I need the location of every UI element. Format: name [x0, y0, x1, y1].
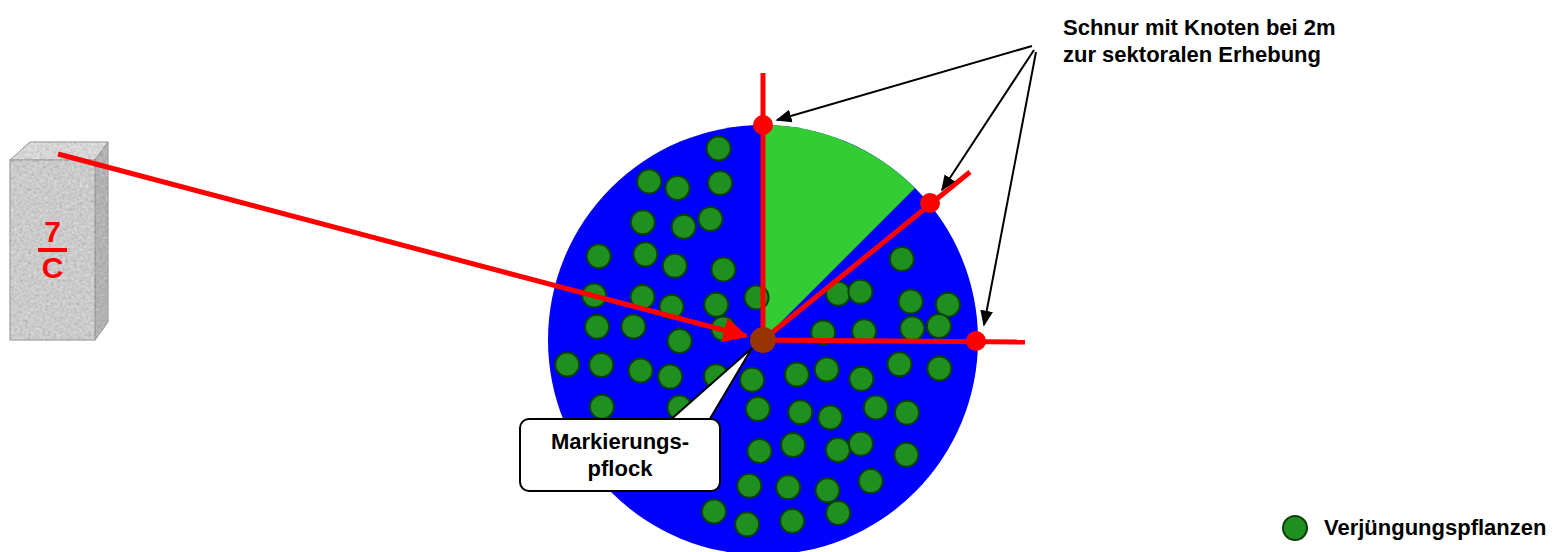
plant-dot — [815, 357, 839, 381]
plant-dot — [894, 443, 918, 467]
plant-dot — [737, 474, 761, 498]
plant-dot — [899, 290, 923, 314]
plant-dot — [658, 365, 682, 389]
stone-marking: C — [42, 252, 64, 284]
plant-dot — [629, 358, 653, 382]
plant-dot — [668, 329, 692, 353]
plant-dot — [666, 176, 690, 200]
plant-dot — [818, 405, 842, 429]
legend-entry: Verjüngungspflanzen — [1282, 514, 1546, 541]
marker-peg — [750, 327, 776, 353]
plant-dot — [927, 356, 951, 380]
plant-dot — [785, 363, 809, 387]
plant-dot — [589, 353, 613, 377]
plant-dot — [735, 512, 759, 536]
legend-swatch — [1282, 515, 1308, 541]
plant-dot — [776, 475, 800, 499]
callout-pointer — [668, 348, 752, 422]
plant-dot — [672, 215, 696, 239]
plant-dot — [704, 293, 728, 317]
plant-dot — [890, 247, 914, 271]
plant-dot — [711, 257, 735, 281]
plant-dot — [585, 315, 609, 339]
plant-dot — [895, 401, 919, 425]
plant-dot — [587, 244, 611, 268]
plant-dot — [864, 395, 888, 419]
plant-dot — [826, 501, 850, 525]
plant-dot — [859, 469, 883, 493]
plant-dot — [637, 169, 661, 193]
bearing-arrow — [58, 154, 746, 336]
callout-box: Markierungs- pflock — [519, 418, 721, 492]
plant-dot — [826, 438, 850, 462]
callout-text: Markierungs- pflock — [545, 428, 695, 482]
stone-post — [10, 142, 108, 340]
plant-dot — [707, 136, 731, 160]
plant-dot — [788, 400, 812, 424]
legend-text: Verjüngungspflanzen — [1324, 514, 1546, 541]
plant-dot — [631, 210, 655, 234]
plant-dot — [590, 395, 614, 419]
plant-dot — [781, 433, 805, 457]
plant-dot — [887, 352, 911, 376]
plant-dot — [900, 316, 924, 340]
string-knots — [753, 115, 986, 351]
plant-dot — [849, 367, 873, 391]
plant-dot — [633, 242, 657, 266]
plant-dot — [698, 207, 722, 231]
plant-dot — [708, 171, 732, 195]
plant-dot — [848, 280, 872, 304]
plant-dot — [555, 353, 579, 377]
plant-dot — [702, 499, 726, 523]
plant-dot — [927, 314, 951, 338]
plant-dot — [746, 397, 770, 421]
plant-dot — [780, 509, 804, 533]
plant-dot — [748, 439, 772, 463]
plant-dot — [815, 478, 839, 502]
plant-dot — [849, 432, 873, 456]
plant-dot — [663, 254, 687, 278]
plant-dot — [740, 368, 764, 392]
string-note: Schnur mit Knoten bei 2m zur sektoralen … — [1063, 14, 1363, 68]
stone-post-label: 7C — [10, 160, 95, 340]
plant-dot — [621, 314, 645, 338]
leader-lines — [777, 46, 1036, 325]
stone-marking: 7 — [38, 216, 67, 252]
